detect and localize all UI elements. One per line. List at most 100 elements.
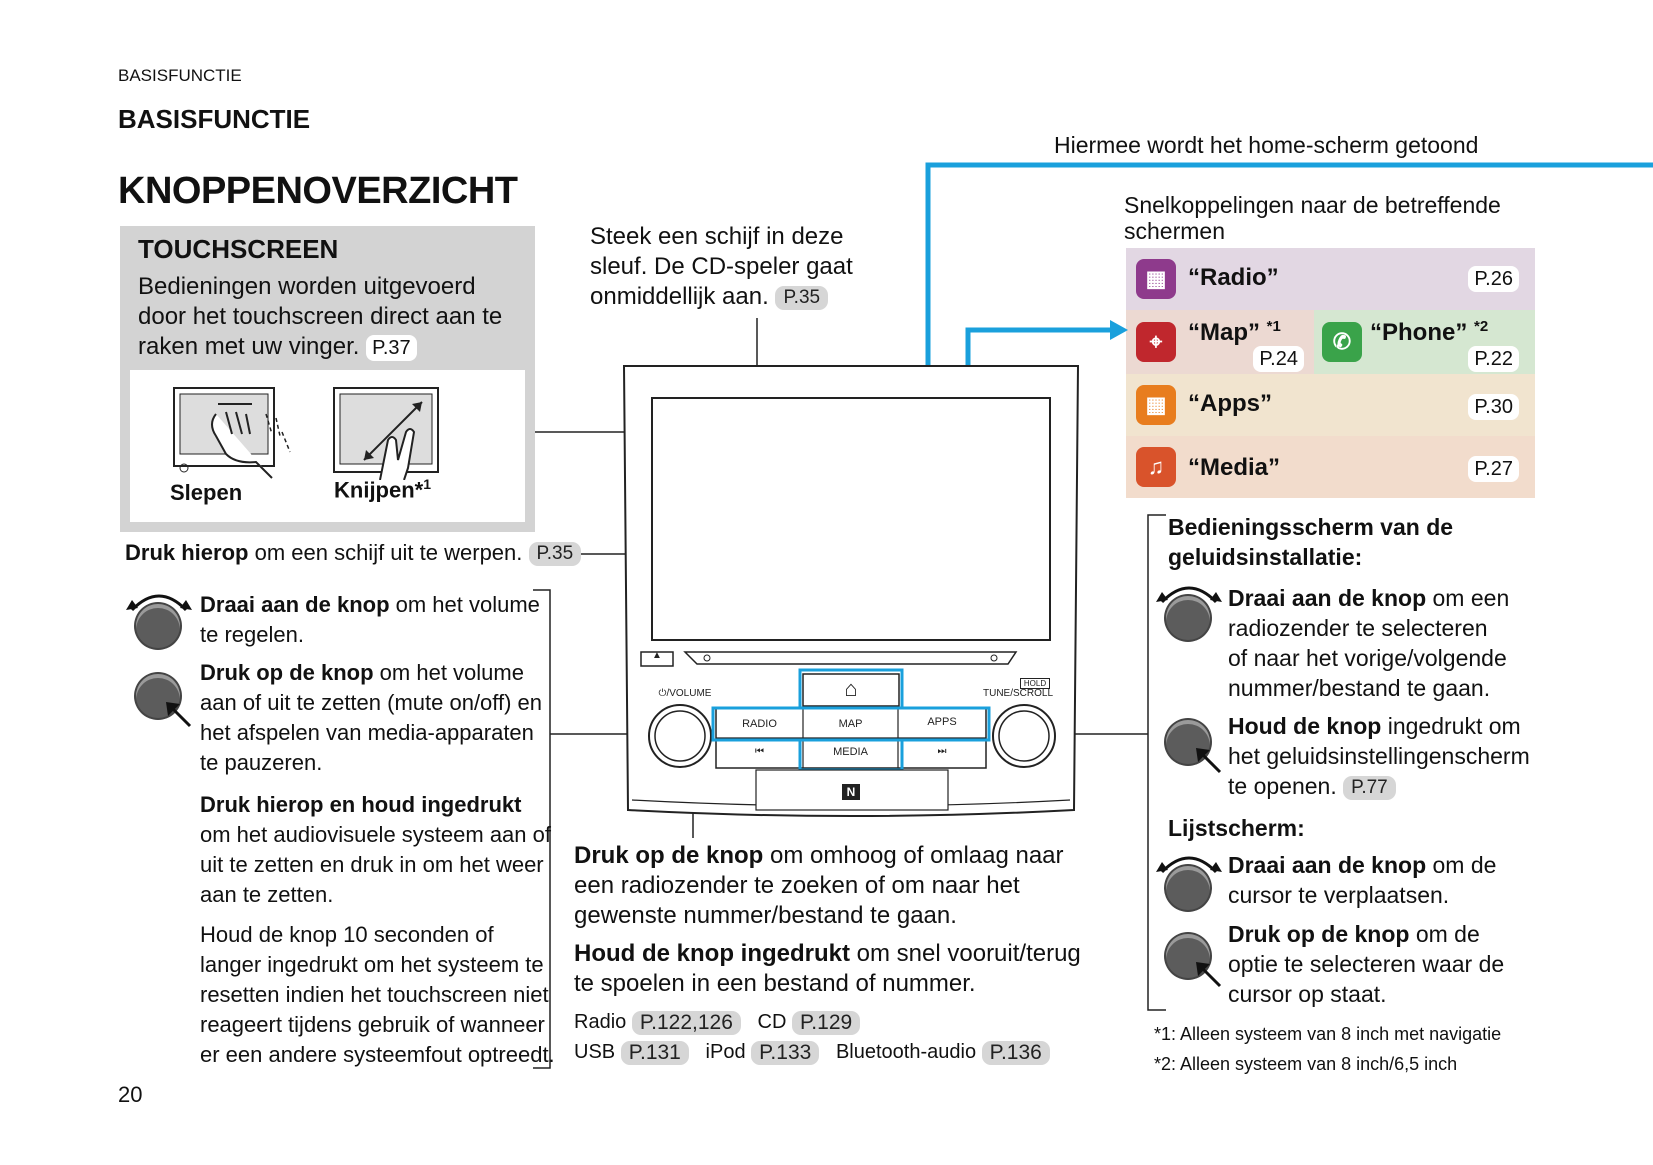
seek-press-text: gewenste nummer/bestand te gaan. [574, 902, 957, 929]
touchscreen-title: TOUCHSCREEN [138, 234, 339, 264]
seek-refs-row1: Radio P.122,126 CD P.129 [574, 1008, 861, 1036]
ref-link[interactable]: P.27 [1468, 456, 1519, 482]
ref-link[interactable]: P.26 [1468, 266, 1519, 292]
list-press-text: optie te selecteren waar de [1228, 951, 1505, 977]
shortcuts-title: schermen [1124, 218, 1225, 244]
page-title: KNOPPENOVERZICHT [118, 170, 518, 212]
pinch-gesture-icon [333, 387, 439, 480]
ref-link[interactable]: P.122,126 [631, 1010, 741, 1035]
rotate-arrow-icon [1156, 856, 1222, 874]
volume-hold-text: uit te zetten en druk in om het weer [200, 852, 544, 877]
list-press-text: cursor op staat. [1228, 981, 1387, 1007]
radio-button[interactable]: RADIO [742, 718, 777, 730]
shortcut-label: “Apps” [1188, 390, 1272, 417]
tune-hold-text: het geluidsinstellingenscherm [1228, 743, 1530, 769]
list-screen-title: Lijstscherm: [1168, 815, 1305, 841]
ref-link[interactable]: P.30 [1468, 394, 1519, 420]
cd-slot-text: onmiddellijk aan. P.35 [590, 282, 829, 312]
tune-turn-text: of naar het vorige/volgende [1228, 645, 1507, 671]
running-title: BASISFUNCTIE [118, 66, 242, 85]
ref-link[interactable]: P.129 [792, 1010, 861, 1035]
ref-link[interactable]: P.131 [620, 1040, 689, 1065]
volume-hold-text: Druk hierop en houd ingedrukt [200, 792, 522, 817]
volume-turn-text: Draai aan de knop om het volume [200, 592, 540, 617]
volume-press-text: aan of uit te zetten (mute on/off) en [200, 690, 543, 715]
drag-label: Slepen [170, 480, 243, 505]
drag-gesture-icon [173, 387, 291, 479]
seek-hold-text: Houd de knop ingedrukt om snel vooruit/t… [574, 940, 1081, 967]
ref-link[interactable]: P.35 [775, 285, 829, 310]
shortcut-map[interactable]: ⌖ “Map” *1 P.24 [1126, 310, 1314, 374]
ref-link[interactable]: P.22 [1468, 346, 1519, 372]
rotate-arrow-icon [126, 594, 192, 612]
home-description: Hiermee wordt het home-scherm getoond [1054, 132, 1479, 158]
shortcuts-title: Snelkoppelingen naar de betreffende [1124, 192, 1501, 218]
volume-reset-text: Houd de knop 10 seconden of [200, 922, 494, 947]
radio-icon: ▦ [1136, 259, 1176, 299]
knob-turn-icon [136, 604, 180, 648]
ref-link[interactable]: P.77 [1343, 775, 1396, 800]
home-button[interactable]: ⌂ [844, 676, 858, 701]
pinch-label: Knijpen*1 [334, 476, 432, 503]
tune-label: TUNE/SCROLL [982, 688, 1053, 699]
shortcut-label: “Phone” *2 [1370, 318, 1489, 346]
footnote: *1: Alleen systeem van 8 inch met naviga… [1154, 1024, 1502, 1044]
volume-press-text: te pauzeren. [200, 750, 323, 775]
cd-slot-text: sleuf. De CD-speler gaat [590, 253, 853, 280]
apps-icon: ▦ [1136, 385, 1176, 425]
map-icon: ⌖ [1136, 322, 1176, 362]
tune-hold-text: te openen. P.77 [1228, 771, 1396, 801]
volume-hold-text: om het audiovisuele systeem aan of [200, 822, 551, 847]
audio-screen-title: geluidsinstallatie: [1168, 544, 1363, 570]
press-arrow-icon [1196, 962, 1222, 988]
next-button[interactable]: ⏭ [937, 746, 947, 757]
ref-link[interactable]: P.136 [981, 1040, 1050, 1065]
phone-icon: ✆ [1322, 322, 1362, 362]
tune-turn-text: Draai aan de knop om een [1228, 585, 1510, 611]
eject-button[interactable]: ▲ [652, 650, 662, 661]
volume-reset-text: langer ingedrukt om het systeem te [200, 952, 544, 977]
press-arrow-icon [166, 702, 192, 728]
shortcut-label: “Radio” [1188, 264, 1279, 291]
volume-reset-text: reageert tijdens gebruik of wanneer [200, 1012, 545, 1037]
media-button[interactable]: MEDIA [833, 746, 868, 758]
apps-button[interactable]: APPS [927, 716, 957, 728]
ref-link[interactable]: P.24 [1253, 346, 1304, 372]
shortcut-label: “Map” *1 [1188, 318, 1281, 346]
shortcut-apps[interactable]: ▦ “Apps” P.30 [1126, 374, 1535, 436]
seek-press-text: een radiozender te zoeken of om naar het [574, 872, 1020, 899]
ref-link[interactable]: P.35 [528, 542, 582, 567]
volume-hold-text: aan te zetten. [200, 882, 334, 907]
volume-press-text: Druk op de knop om het volume [200, 660, 524, 685]
volume-press-text: het afspelen van media-apparaten [200, 720, 534, 745]
hold-label: HOLD [1020, 678, 1050, 689]
seek-refs-row2: USB P.131 iPod P.133 Bluetooth-audio P.1… [574, 1038, 1050, 1066]
gesture-panel: Slepen Knijpen*1 [130, 370, 525, 522]
rotate-arrow-icon [1156, 586, 1222, 604]
knob-turn-icon [1166, 866, 1210, 910]
map-button[interactable]: MAP [838, 718, 863, 730]
seek-hold-text: te spoelen in een bestand of nummer. [574, 970, 976, 997]
cd-slot-text: Steek een schijf in deze [590, 223, 844, 250]
tune-turn-text: nummer/bestand te gaan. [1228, 675, 1491, 701]
volume-reset-text: er een andere systeemfout optreedt. [200, 1042, 555, 1067]
nfc-icon: N [842, 784, 860, 800]
volume-label: ⏻/VOLUME [658, 688, 712, 699]
list-press-text: Druk op de knop om de [1228, 921, 1480, 947]
shortcut-phone[interactable]: ✆ “Phone” *2 P.22 [1314, 310, 1535, 374]
page-number: 20 [118, 1082, 143, 1107]
tune-hold-text: Houd de knop ingedrukt om [1228, 713, 1521, 739]
touchscreen-text: Bedieningen worden uitgevoerd [138, 273, 476, 300]
prev-button[interactable]: ⏮ [755, 746, 764, 757]
footnote: *2: Alleen systeem van 8 inch/6,5 inch [1154, 1054, 1458, 1074]
ref-link[interactable]: P.37 [366, 335, 417, 361]
list-turn-text: Draai aan de knop om de [1228, 852, 1497, 878]
knob-turn-icon [1166, 596, 1210, 640]
seek-press-text: Druk op de knop om omhoog of omlaag naar [574, 842, 1064, 869]
audio-screen-title: Bedieningsscherm van de [1168, 514, 1454, 540]
touchscreen-text: door het touchscreen direct aan te [138, 303, 503, 330]
ref-link[interactable]: P.133 [751, 1040, 820, 1065]
shortcut-radio[interactable]: ▦ “Radio” P.26 [1126, 248, 1535, 310]
shortcut-media[interactable]: ♫ “Media” P.27 [1126, 436, 1535, 498]
touchscreen-text: raken met uw vinger. P.37 [138, 332, 417, 362]
